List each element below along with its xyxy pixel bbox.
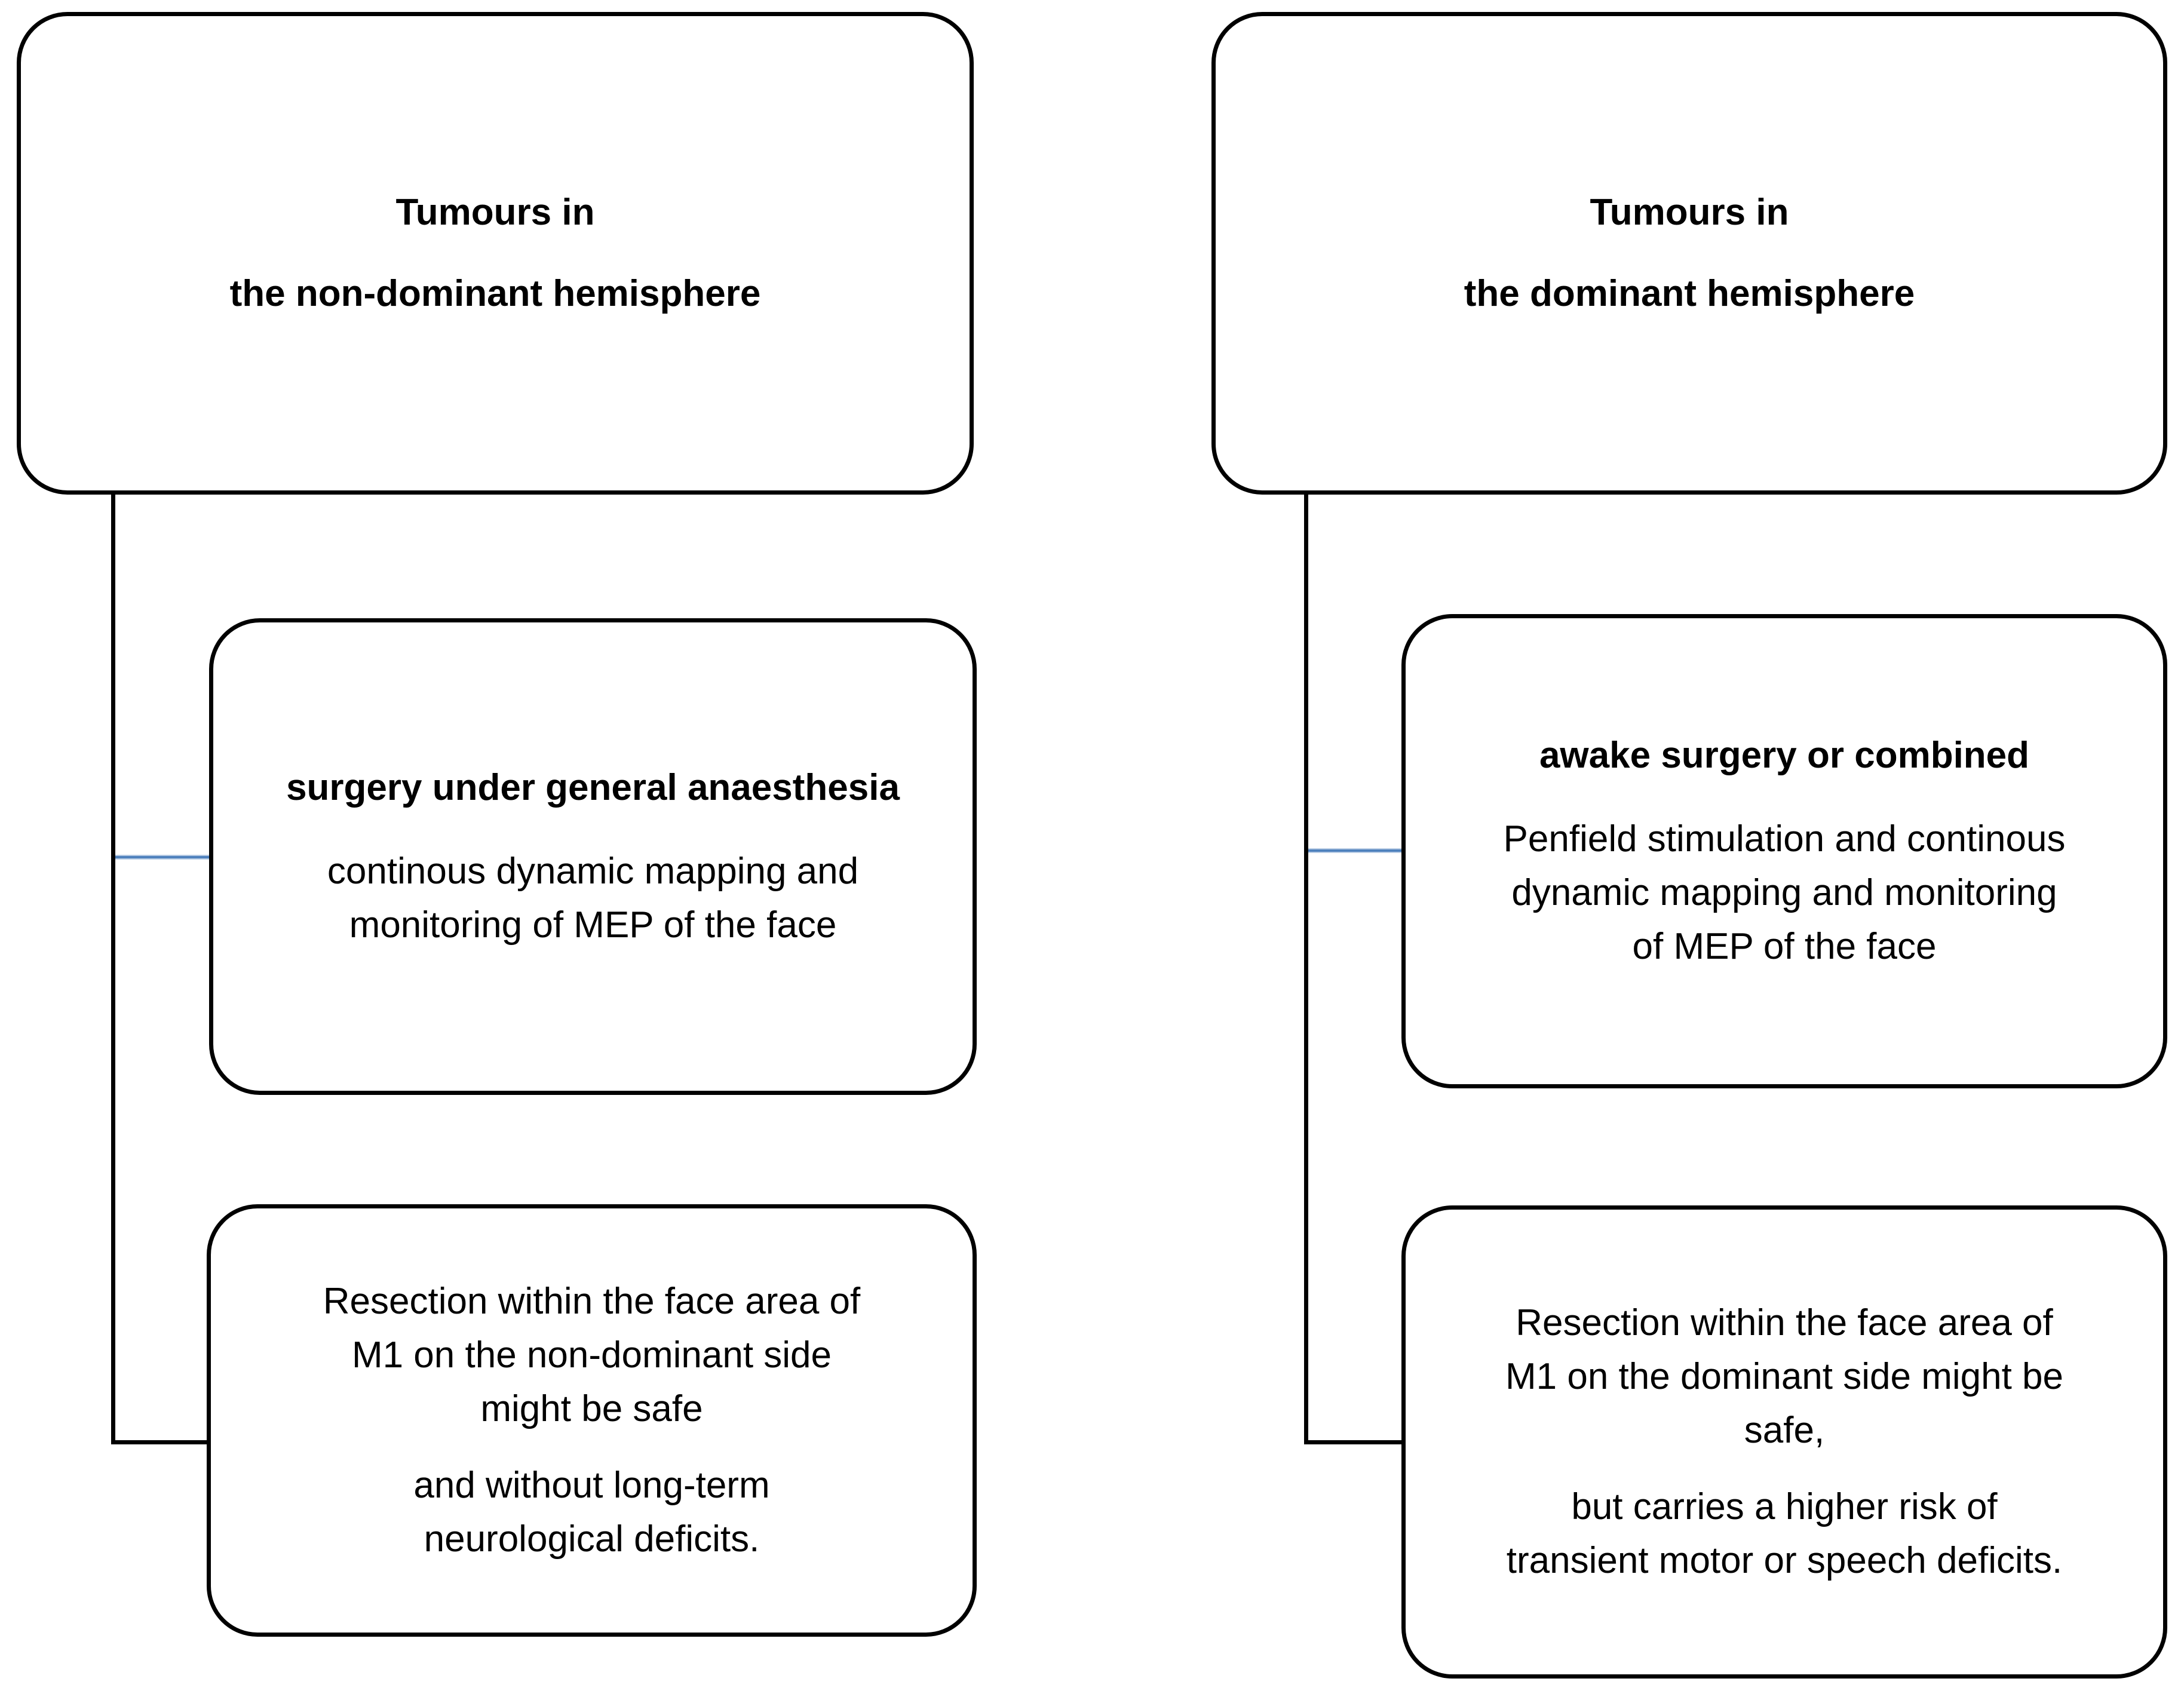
node-outcome-dominant-para1: Resection within the face area of M1 on … [1505,1302,2063,1452]
node-outcome-dominant-para2: but carries a higher risk of transient m… [1506,1486,2063,1581]
connector-elbow-right-bottom [1304,1440,1403,1444]
node-procedure-dominant-detail: Penfield stimulation and continous dynam… [1503,818,2066,967]
node-outcome-non-dominant: Resection within the face area of M1 on … [207,1204,977,1637]
node-procedure-non-dominant-title: surgery under general anaesthesia [286,767,900,809]
connector-branch-blue-right [1308,848,1403,853]
node-procedure-non-dominant: surgery under general anaesthesia contin… [209,618,977,1095]
node-procedure-non-dominant-detail: continous dynamic mapping and monitoring… [327,851,859,946]
connector-trunk-left [111,494,115,1444]
node-outcome-non-dominant-para1: Resection within the face area of M1 on … [323,1281,861,1430]
node-procedure-dominant: awake surgery or combined Penfield stimu… [1401,614,2167,1088]
connector-trunk-right [1304,494,1308,1444]
node-tumours-non-dominant-label: Tumours in the non-dominant hemisphere [229,191,761,314]
node-procedure-dominant-title: awake surgery or combined [1539,735,2030,777]
node-outcome-dominant: Resection within the face area of M1 on … [1401,1205,2167,1679]
node-tumours-dominant-label: Tumours in the dominant hemisphere [1464,191,1915,314]
node-tumours-non-dominant: Tumours in the non-dominant hemisphere [17,12,974,495]
node-tumours-dominant: Tumours in the dominant hemisphere [1211,12,2167,495]
connector-elbow-left-bottom [111,1440,211,1444]
connector-branch-blue-left [115,855,210,860]
node-outcome-non-dominant-para2: and without long-term neurological defic… [413,1464,770,1560]
